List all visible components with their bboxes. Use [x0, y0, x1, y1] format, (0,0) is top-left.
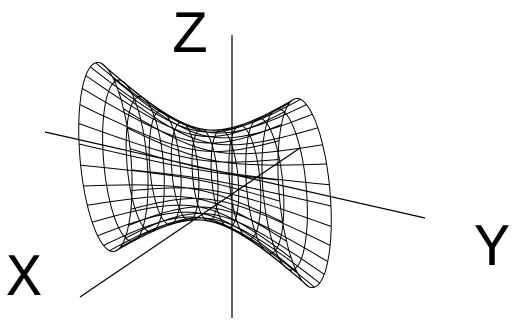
- surface-meridian: [130, 198, 331, 246]
- surface-meridian: [130, 148, 330, 186]
- z-axis-label: Z: [172, 3, 208, 71]
- surface-meridian: [87, 195, 287, 242]
- surface-meridian: [89, 66, 290, 133]
- hyperboloid-surface: [78, 61, 332, 289]
- surface-meridian: [78, 143, 279, 181]
- surface-meridian: [127, 127, 327, 166]
- axes-group: [44, 35, 426, 318]
- surface-meridian: [91, 204, 292, 259]
- surface-meridian: [79, 104, 280, 152]
- surface-meridian: [80, 164, 280, 202]
- surface-meridian: [128, 206, 329, 263]
- surface-meridian: [131, 169, 332, 207]
- surface-meridian: [78, 123, 279, 163]
- surface-meridian: [120, 217, 321, 284]
- x-axis: [79, 147, 301, 298]
- surface-meridian: [85, 75, 286, 138]
- surface-meridian: [103, 216, 304, 282]
- surface-meridian: [83, 184, 283, 223]
- surface-meridian: [124, 212, 325, 275]
- surface-meridian: [97, 211, 298, 273]
- surface-meridian: [118, 91, 319, 146]
- surface-meridian: [131, 187, 332, 227]
- surface-meridian: [81, 87, 282, 144]
- surface-meridian: [106, 68, 307, 134]
- y-axis-label: Y: [474, 216, 510, 284]
- x-axis-label: X: [6, 246, 42, 314]
